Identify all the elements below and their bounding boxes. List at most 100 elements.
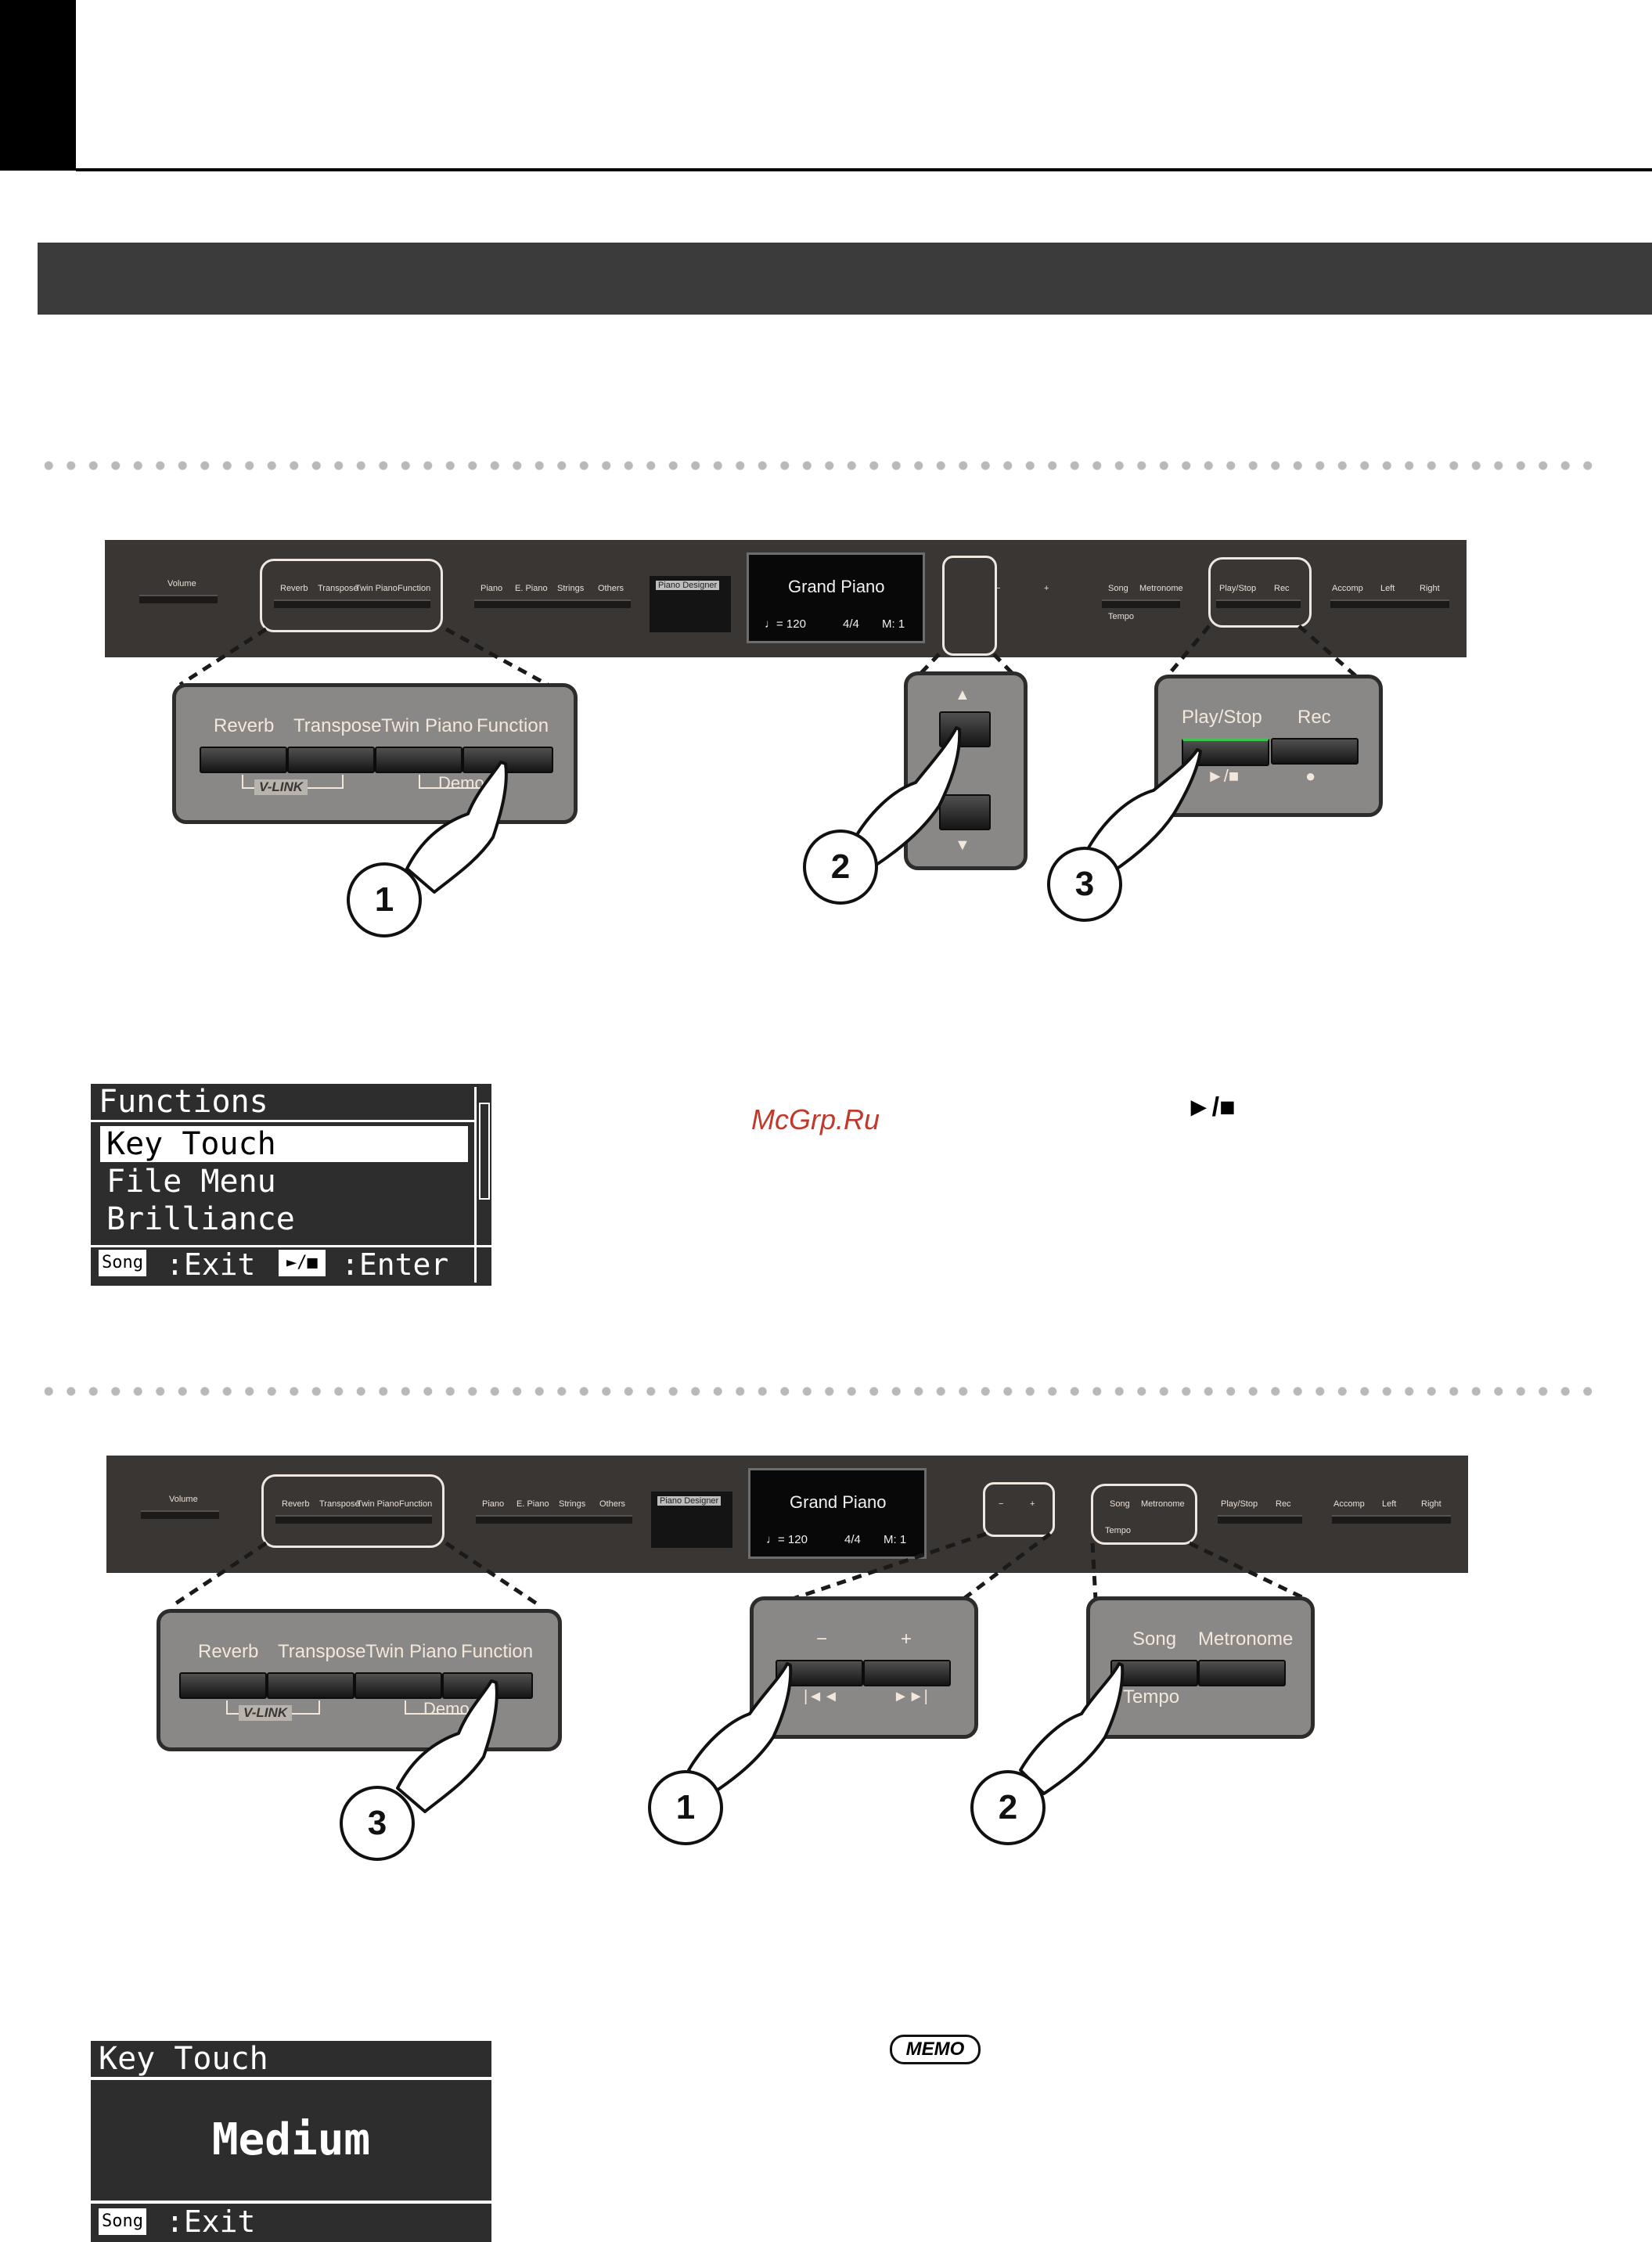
left-label: Left	[1380, 584, 1395, 593]
function-buttons-small[interactable]	[274, 599, 430, 608]
song-key-label: Song	[99, 1250, 146, 1276]
hand-icon-song	[1019, 1662, 1125, 1795]
tempo-label-small: Tempo	[1108, 612, 1135, 621]
song-label-small: Song	[1108, 584, 1128, 593]
tone-buttons-2[interactable]	[476, 1515, 632, 1524]
dotted-divider-2	[38, 1387, 1603, 1396]
function-buttons-small-2[interactable]	[275, 1515, 432, 1524]
piano-designer-area-2: Piano Designer	[651, 1492, 732, 1548]
play-stop-label: Play/Stop	[1182, 707, 1262, 728]
volume-label-2: Volume	[169, 1495, 198, 1504]
volume-label: Volume	[167, 579, 196, 588]
tempo-label: Tempo	[1123, 1686, 1180, 1708]
volume-slider-2[interactable]	[141, 1510, 219, 1519]
volume-slider[interactable]	[139, 595, 218, 603]
play-stop-symbol: ►/■	[1207, 766, 1240, 786]
part-buttons[interactable]	[1330, 599, 1449, 608]
twin-piano-label-small: Twin Piano	[355, 584, 398, 593]
key-touch-screen: Key Touch Medium Song :Exit	[91, 2041, 491, 2242]
song-label-small-2: Song	[1110, 1499, 1130, 1509]
thumb-tab	[0, 0, 76, 171]
function-label-small-2: Function	[399, 1499, 433, 1509]
scrollbar[interactable]	[474, 1087, 492, 1283]
key-touch-title-rule	[91, 2077, 491, 2080]
callout-function-buttons-1: Reverb Transpose Twin Piano Function V-L…	[172, 683, 578, 824]
dotted-divider-1	[38, 461, 1603, 470]
twin-piano-button[interactable]	[375, 747, 462, 773]
lcd-measure-2: M: 1	[884, 1533, 907, 1546]
exit-hint-2: :Exit	[166, 2204, 256, 2239]
lcd-title-2: Grand Piano	[790, 1492, 887, 1512]
rewind-icon: |◄◄	[804, 1688, 839, 1705]
reverb-button-2[interactable]	[179, 1672, 267, 1699]
hand-icon-function	[405, 761, 508, 894]
demo-bracket-2	[405, 1700, 484, 1715]
step-badge-2b: 2	[970, 1770, 1046, 1845]
song-group-outline	[1091, 1484, 1197, 1545]
function-label-2: Function	[461, 1641, 534, 1662]
e-piano-label-2: E. Piano	[516, 1499, 549, 1509]
transport-buttons-2[interactable]	[1218, 1515, 1302, 1524]
twin-piano-label: Twin Piano	[381, 715, 473, 736]
plus-button[interactable]	[863, 1660, 951, 1686]
callout-function-buttons-2: Reverb Transpose Twin Piano Function V-L…	[157, 1609, 562, 1751]
step-badge-3b: 3	[340, 1786, 415, 1861]
transpose-label-2: Transpose	[278, 1641, 366, 1662]
play-stop-label-small: Play/Stop	[1219, 584, 1257, 593]
transport-group-outline	[1208, 557, 1312, 628]
tempo-label-small-2: Tempo	[1105, 1526, 1132, 1535]
tone-buttons[interactable]	[474, 599, 631, 608]
plus-label-small: +	[1044, 584, 1049, 593]
key-touch-value: Medium	[211, 2114, 371, 2165]
accomp-label-2: Accomp	[1333, 1499, 1365, 1509]
transpose-button[interactable]	[287, 747, 375, 773]
function-label-small: Function	[398, 584, 431, 593]
transpose-label: Transpose	[293, 715, 382, 736]
step-badge-1b: 1	[648, 1770, 723, 1845]
transport-buttons[interactable]	[1216, 599, 1301, 608]
panel-lcd-2: Grand Piano ♩= 120 4/4 M: 1	[748, 1468, 927, 1559]
metronome-label-small: Metronome	[1139, 584, 1183, 593]
metronome-label: Metronome	[1198, 1628, 1294, 1650]
cursor-up-button[interactable]	[939, 711, 991, 747]
exit-hint: :Exit	[166, 1247, 256, 1282]
lcd-meter-2: 4/4	[844, 1533, 861, 1546]
lcd-title: Grand Piano	[788, 577, 885, 596]
song-label: Song	[1132, 1628, 1177, 1650]
lcd-tempo: ♩= 120	[765, 617, 806, 631]
enter-key-label: ►/■	[279, 1250, 326, 1276]
step-badge-1: 1	[347, 862, 422, 937]
transpose-label-small: Transpose	[318, 584, 358, 593]
song-metronome-buttons[interactable]	[1102, 599, 1180, 608]
menu-item-key-touch[interactable]: Key Touch	[106, 1126, 276, 1162]
enter-hint: :Enter	[341, 1247, 449, 1282]
key-touch-footer-rule	[91, 2201, 491, 2204]
down-arrow-label: ▼	[955, 837, 970, 854]
reverb-label-small-2: Reverb	[282, 1499, 310, 1509]
cursor-down-button[interactable]	[939, 794, 991, 830]
panel-lcd: Grand Piano ♩= 120 4/4 M: 1	[747, 552, 925, 643]
menu-item-file-menu[interactable]: File Menu	[106, 1164, 276, 1200]
song-button[interactable]	[1110, 1660, 1198, 1686]
part-buttons-2[interactable]	[1332, 1515, 1451, 1524]
reverb-label-2: Reverb	[198, 1641, 259, 1662]
rec-button[interactable]	[1271, 738, 1359, 765]
demo-bracket	[419, 775, 498, 789]
twin-piano-button-2[interactable]	[355, 1672, 442, 1699]
title-rule	[91, 1120, 474, 1122]
play-stop-label-small-2: Play/Stop	[1221, 1499, 1258, 1509]
strings-label: Strings	[557, 584, 585, 593]
hand-icon-minus	[687, 1662, 793, 1795]
plus-label-small-2: +	[1030, 1499, 1035, 1509]
function-button[interactable]	[462, 747, 553, 773]
menu-item-brilliance[interactable]: Brilliance	[106, 1201, 295, 1237]
transpose-button-2[interactable]	[267, 1672, 355, 1699]
reverb-button[interactable]	[200, 747, 287, 773]
control-panel-strip-1: Volume Reverb Transpose Twin Piano Funct…	[105, 540, 1467, 657]
lcd-measure: M: 1	[882, 617, 905, 631]
header-rule	[76, 168, 1652, 171]
metronome-button[interactable]	[1198, 1660, 1286, 1686]
scrollbar-thumb[interactable]	[479, 1103, 490, 1200]
